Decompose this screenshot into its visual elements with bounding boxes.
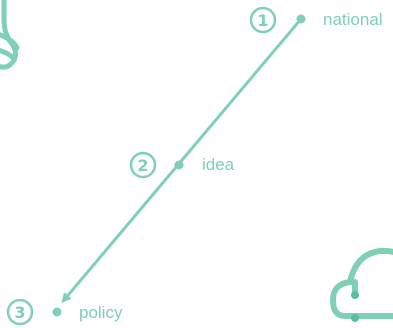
step-label-1: national (323, 10, 383, 29)
step-node-1: 1 national (249, 6, 383, 34)
cloud-node-dot (351, 314, 359, 322)
flow-arrow (61, 18, 303, 304)
step-badge-1 (249, 6, 277, 34)
step-badge-2 (129, 151, 157, 179)
cloud-icon (329, 247, 393, 319)
step-node-3: 3 policy (6, 298, 123, 326)
lightbulb-icon (0, 0, 20, 70)
step-dot-1 (296, 14, 306, 24)
step-dot-2 (174, 160, 184, 170)
step-label-2: idea (202, 155, 235, 174)
step-label-3: policy (79, 303, 123, 322)
step-number-2: 2 (137, 156, 148, 175)
step-badge-3 (6, 298, 34, 326)
step-number-1: 1 (257, 11, 268, 30)
step-number-3: 3 (14, 303, 25, 322)
step-node-2: 2 idea (129, 151, 235, 179)
step-dot-3 (52, 307, 62, 317)
cloud-node-dot (351, 291, 359, 299)
